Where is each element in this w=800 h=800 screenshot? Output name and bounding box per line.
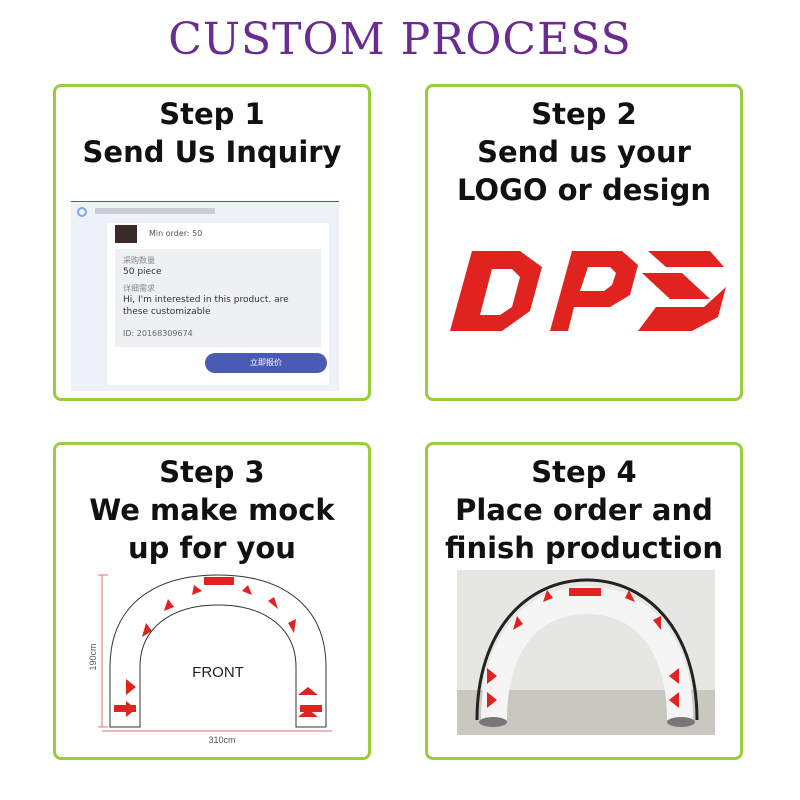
left-base	[479, 717, 507, 727]
logo-s-top	[648, 251, 724, 267]
width-label: 310cm	[208, 735, 235, 745]
arch-photo-drawing	[457, 570, 715, 735]
step-2-card: Step 2 Send us your LOGO or design	[425, 84, 743, 401]
step-1-text: Send Us Inquiry	[82, 135, 342, 169]
photo-logo-top	[569, 588, 601, 596]
step-3-text-1: We make mock	[89, 493, 335, 527]
min-order-text: Min order: 50	[149, 229, 203, 238]
step-4-label: Step 4	[531, 455, 637, 489]
height-label: 190cm	[88, 643, 98, 670]
dps-logo	[450, 251, 726, 331]
arch-mockup: 190cm 310cm FRONT	[88, 574, 332, 745]
step-2-label: Step 2	[531, 97, 637, 131]
inquiry-card: Min order: 50 采购数量 50 piece 详细需求 Hi, I'm…	[107, 223, 329, 385]
blurred-text	[95, 208, 215, 214]
step-4-heading: Step 4 Place order and finish production	[428, 453, 740, 567]
page-title: CUSTOM PROCESS	[168, 14, 632, 65]
step-3-text-2: up for you	[128, 531, 296, 565]
step-2-text-2: LOGO or design	[456, 173, 711, 207]
qty-value: 50 piece	[123, 267, 162, 277]
logo-letter-d-inner	[480, 269, 520, 315]
inquiry-details: 采购数量 50 piece 详细需求 Hi, I'm interested in…	[115, 249, 321, 347]
step-3-card: Step 3 We make mock up for you 190cm 310…	[53, 442, 371, 760]
arch-logo-left	[114, 705, 136, 712]
detail-label: 详细需求	[123, 284, 155, 293]
logo-s-bottom	[638, 287, 726, 331]
front-label: FRONT	[192, 664, 244, 681]
step-4-text-2: finish production	[444, 531, 724, 565]
product-photo	[457, 570, 715, 735]
step-1-card: Step 1 Send Us Inquiry Min order: 50 采购数…	[53, 84, 371, 401]
step-4-card: Step 4 Place order and finish production	[425, 442, 743, 760]
product-thumbnail	[115, 225, 137, 243]
arch-logo-right	[300, 705, 322, 712]
inquiry-message: Hi, I'm interested in this product. are …	[123, 295, 289, 317]
step-1-label: Step 1	[159, 97, 265, 131]
quote-button[interactable]: 立即报价	[205, 353, 327, 373]
right-base	[667, 717, 695, 727]
step-1-heading: Step 1 Send Us Inquiry	[56, 95, 368, 171]
logo-s-mid	[642, 273, 710, 299]
circle-icon	[77, 207, 87, 217]
inquiry-screenshot: Min order: 50 采购数量 50 piece 详细需求 Hi, I'm…	[71, 201, 339, 391]
inquiry-topbar	[71, 201, 339, 216]
step-2-heading: Step 2 Send us your LOGO or design	[428, 95, 740, 209]
arch-frame	[475, 578, 699, 721]
logo-letter-p-inner	[580, 267, 616, 291]
step-2-text-1: Send us your	[477, 135, 691, 169]
arch-outline	[109, 574, 327, 728]
inquiry-id: ID: 20168309674	[123, 329, 193, 338]
step-3-heading: Step 3 We make mock up for you	[56, 453, 368, 567]
qty-label: 采购数量	[123, 256, 155, 265]
arch-logo-top	[204, 577, 234, 585]
arch-banner	[481, 586, 693, 720]
step-4-text-1: Place order and	[455, 493, 713, 527]
step-3-label: Step 3	[159, 455, 265, 489]
